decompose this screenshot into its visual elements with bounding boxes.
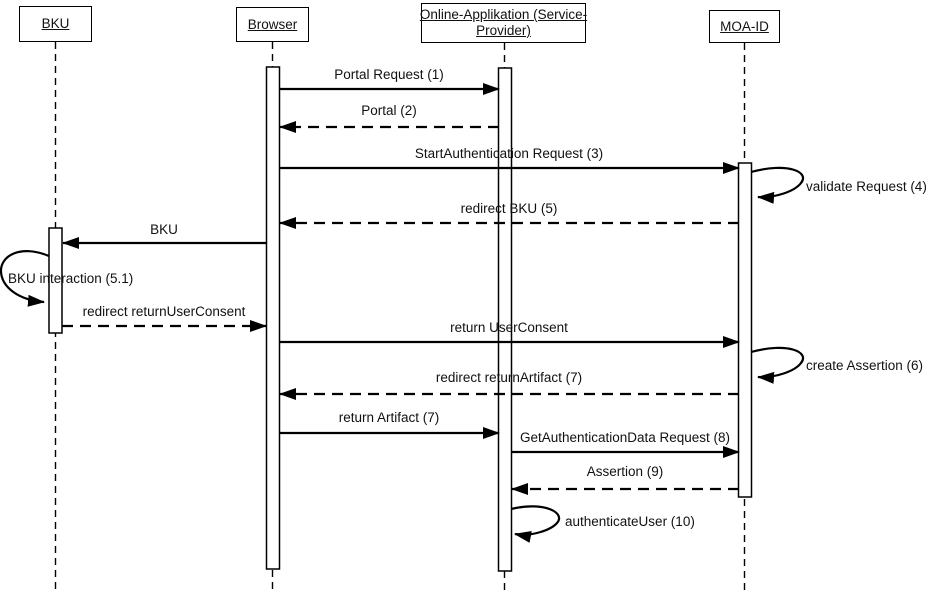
message-label-bku: BKU xyxy=(150,222,178,237)
self-loop-create-assertion-6 xyxy=(750,346,804,384)
actor-box-moa-id: MOA-ID xyxy=(709,10,780,43)
message-label-portal-request-1: Portal Request (1) xyxy=(334,67,444,82)
message-label-portal-2: Portal (2) xyxy=(361,103,417,118)
message-label-getauthenticationdata-request-8: GetAuthenticationData Request (8) xyxy=(519,430,731,445)
activation-bar-moa-id xyxy=(737,162,753,498)
message-label-validate-request-4: validate Request (4) xyxy=(806,179,927,194)
message-label-redirect-bku-5: redirect BKU (5) xyxy=(460,201,558,216)
self-loop-validate-request-4 xyxy=(750,166,804,204)
message-label-assertion-9: Assertion (9) xyxy=(586,464,664,479)
actor-label-bku: BKU xyxy=(41,16,70,31)
actor-label-online-applikation-line2: Provider) xyxy=(476,23,531,38)
message-label-startauthentication-request-3: StartAuthentication Request (3) xyxy=(414,146,604,161)
message-label-return-artifact-7: return Artifact (7) xyxy=(338,410,440,425)
actor-label-browser: Browser xyxy=(247,16,298,32)
actor-box-online-applikation: Online-Applikation (Service- Provider) xyxy=(419,3,588,43)
activation-bar-browser xyxy=(265,66,281,570)
self-loop-authenticateuser-10 xyxy=(510,505,561,543)
actor-box-browser: Browser xyxy=(236,7,309,42)
actor-label-moa-id: MOA-ID xyxy=(720,18,769,34)
message-label-authenticateuser-10: authenticateUser (10) xyxy=(565,514,695,529)
actor-label-online-applikation-line1: Online-Applikation (Service- xyxy=(419,7,588,22)
message-label-redirect-returnartifact-7: redirect returnArtifact (7) xyxy=(435,370,583,385)
activation-bar-online-applikation xyxy=(497,67,513,572)
message-label-return-userconsent: return UserConsent xyxy=(450,320,568,335)
self-loop-bku-interaction-5-1 xyxy=(0,250,50,307)
actor-box-bku: BKU xyxy=(19,6,92,42)
message-label-redirect-returnuserconsent: redirect returnUserConsent xyxy=(82,304,246,319)
activation-bar-bku xyxy=(48,227,63,334)
message-label-create-assertion-6: create Assertion (6) xyxy=(806,358,924,373)
message-label-bku-interaction-5-1: BKU interaction (5.1) xyxy=(8,271,134,286)
